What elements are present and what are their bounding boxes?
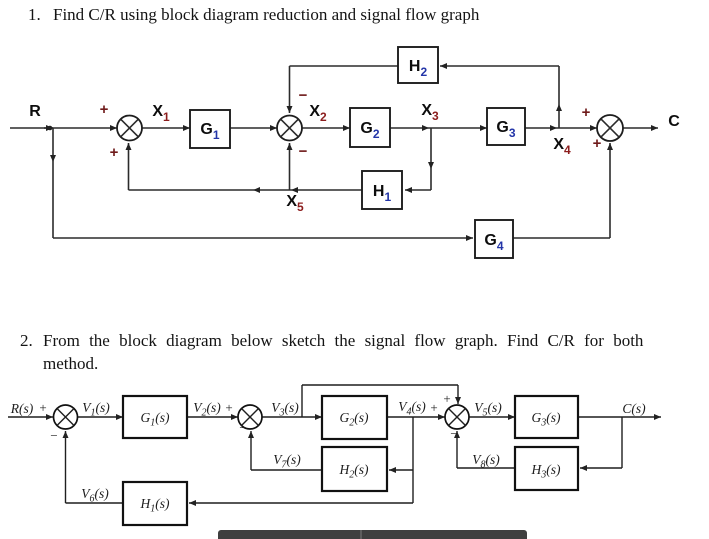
d1-label-x2: X2	[309, 103, 327, 124]
bottom-scrollbar-divider	[360, 530, 362, 539]
d1-sum2-junction	[276, 114, 303, 142]
d2-label-v4: V4(s)	[398, 399, 426, 418]
bottom-scrollbar[interactable]	[218, 530, 527, 539]
d2-sign-sum3-top: +	[443, 391, 450, 406]
d1-block-g2: G2	[349, 107, 391, 148]
d2-sign-sum1-left: +	[39, 400, 46, 415]
d2-sign-sum3-left: +	[430, 400, 437, 415]
d1-label-x4: X4	[553, 136, 571, 157]
d2-sign-sum1-bottom: −	[50, 428, 57, 443]
block-diagram-2: G1(s) G2(s) G3(s) H1(s) H2(s) H3(s)	[8, 384, 661, 527]
d1-label-r: R	[29, 103, 41, 120]
svg-text:G3: G3	[496, 119, 515, 140]
d1-sign-sum3-top: +	[582, 104, 591, 121]
d2-label-v7: V7(s)	[273, 452, 301, 471]
d1-block-g3: G3	[486, 107, 526, 146]
d1-label-c: C	[668, 113, 680, 130]
d2-sum2-junction	[237, 404, 263, 430]
d2-label-v3: V3(s)	[271, 400, 299, 419]
svg-text:G1(s): G1(s)	[141, 410, 170, 429]
d1-label-x3: X3	[421, 102, 439, 123]
d1-sign-sum1-bottom: +	[110, 144, 119, 161]
svg-text:H1(s): H1(s)	[140, 496, 170, 515]
d1-sign-sum2-top: −	[299, 87, 308, 104]
d2-label-v5: V5(s)	[474, 400, 502, 419]
svg-text:G3(s): G3(s)	[532, 410, 561, 429]
block-diagram-1: G1 G2 G3 G4 H1 H2 R	[10, 46, 680, 259]
d2-label-c: C(s)	[622, 401, 646, 416]
d1-block-h1: H1	[361, 170, 403, 210]
item1-number: 1.	[28, 5, 41, 24]
d2-block-g2: G2(s)	[320, 394, 389, 441]
svg-text:G2: G2	[360, 120, 379, 141]
d2-block-h1: H1(s)	[121, 480, 189, 527]
d2-label-v2: V2(s)	[193, 400, 221, 419]
d1-label-x1: X1	[152, 103, 170, 124]
d1-block-g4: G4	[474, 219, 514, 259]
svg-text:H3(s): H3(s)	[531, 462, 561, 481]
d2-block-h3: H3(s)	[513, 445, 580, 492]
d1-branch-dot	[47, 125, 53, 131]
svg-text:H2: H2	[409, 58, 428, 79]
d2-sum1-junction	[52, 404, 79, 430]
d2-label-v6: V6(s)	[81, 486, 109, 505]
d1-label-x5: X5	[286, 193, 304, 214]
item1-title: Find C/R using block diagram reduction a…	[53, 5, 480, 24]
d2-sign-sum2-bottom: −	[239, 420, 246, 435]
d1-block-h2: H2	[397, 46, 439, 84]
svg-text:G2(s): G2(s)	[340, 410, 369, 429]
d1-block-g1: G1	[189, 109, 231, 149]
item2-title-line2: method.	[43, 354, 99, 373]
item2-number: 2.	[20, 331, 33, 350]
d1-sum1-junction	[116, 114, 143, 142]
d2-label-v1: V1(s)	[82, 400, 110, 419]
svg-text:H1: H1	[373, 183, 392, 204]
d2-block-g3: G3(s)	[513, 394, 580, 440]
d2-block-g1: G1(s)	[121, 394, 189, 440]
d1-sign-sum2-bottom: −	[299, 143, 308, 160]
item2-title-line1: From the block diagram below sketch the …	[43, 331, 644, 350]
d2-label-r: R(s)	[10, 401, 34, 416]
d2-sum3-junction	[444, 404, 470, 430]
d1-sum3-junction	[596, 114, 624, 142]
d2-sign-sum2-left: +	[225, 400, 232, 415]
svg-text:G4: G4	[484, 232, 503, 253]
d2-block-h2: H2(s)	[320, 445, 389, 493]
d1-sign-sum3-bottom: +	[593, 135, 602, 152]
svg-text:G1: G1	[200, 121, 219, 142]
d2-label-v8: V8(s)	[472, 452, 500, 471]
d1-sign-sum1-left: +	[100, 101, 109, 118]
svg-text:H2(s): H2(s)	[339, 462, 369, 481]
d2-sign-sum3-bottom: −	[450, 426, 457, 441]
